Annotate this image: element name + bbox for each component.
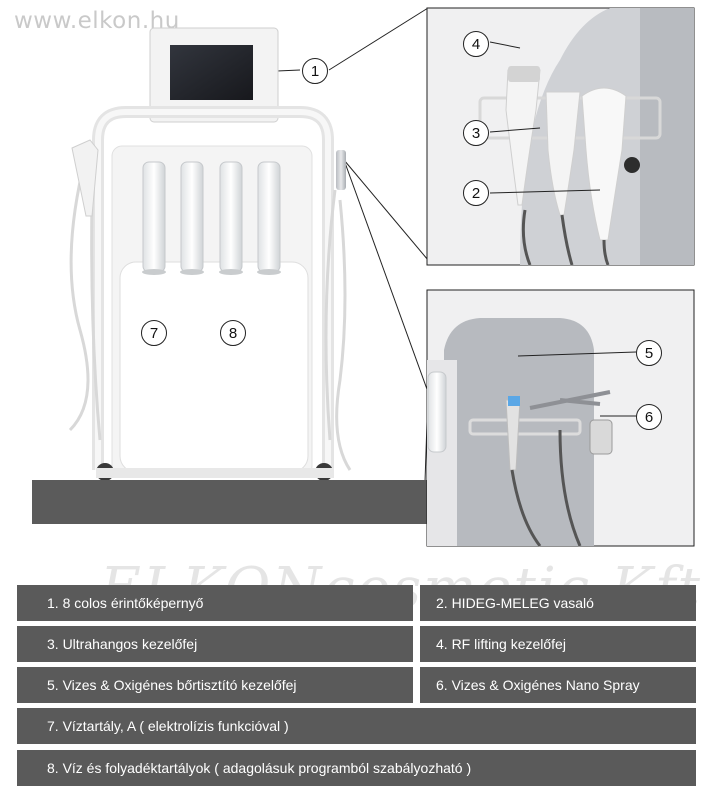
callout-3: 3 [463, 120, 489, 146]
caption-item-7: 7. Víztartály, A ( elektrolízis funkcióv… [17, 708, 696, 744]
caption-item-3: 3. Ultrahangos kezelőfej [17, 626, 413, 662]
machine-illustration [32, 7, 695, 547]
callout-4: 4 [463, 31, 489, 57]
callout-7: 7 [141, 320, 167, 346]
callout-8: 8 [220, 320, 246, 346]
caption-item-8: 8. Víz és folyadéktartályok ( adagolásuk… [17, 750, 696, 786]
caption-item-5: 5. Vizes & Oxigénes bőrtisztító kezelőfe… [17, 667, 413, 703]
callout-1: 1 [302, 58, 328, 84]
callout-5: 5 [636, 340, 662, 366]
callout-2: 2 [463, 180, 489, 206]
callout-6: 6 [636, 404, 662, 430]
caption-item-2: 2. HIDEG-MELEG vasaló [420, 585, 696, 621]
touchscreen [149, 27, 279, 123]
caption-item-6: 6. Vizes & Oxigénes Nano Spray [420, 667, 696, 703]
detail-panel-handpieces [426, 7, 695, 266]
caption-item-1: 1. 8 colos érintőképernyő [17, 585, 413, 621]
caption-item-4: 4. RF lifting kezelőfej [420, 626, 696, 662]
liquid-containers [142, 161, 281, 275]
